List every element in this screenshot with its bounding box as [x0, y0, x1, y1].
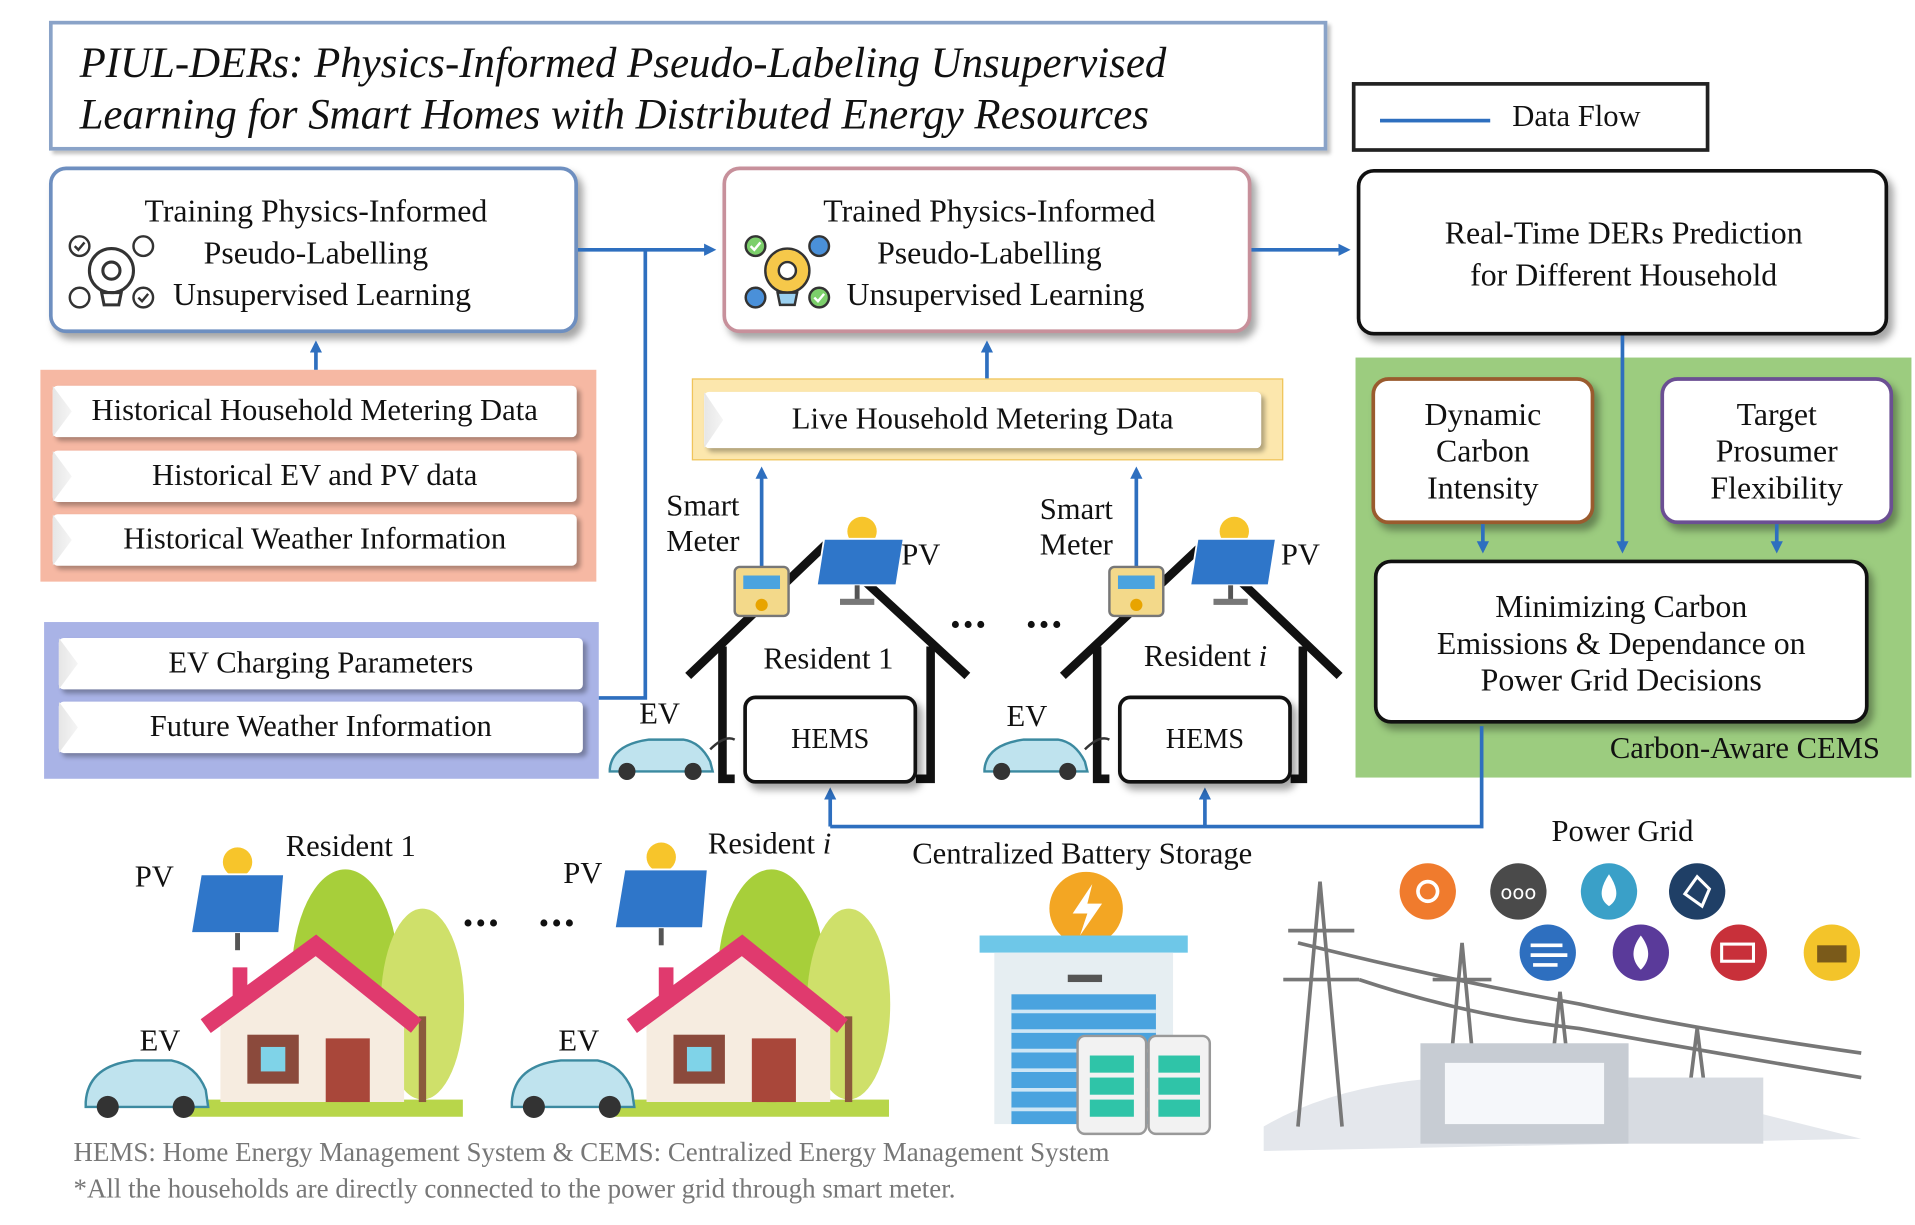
lower-pv-i-label: PV: [563, 857, 603, 891]
resident-1-label: Resident 1: [763, 642, 894, 676]
minimizing-carbon-box: Minimizing Carbon Emissions & Dependance…: [1373, 559, 1869, 724]
power-grid-label: Power Grid: [1551, 815, 1694, 849]
upper-ellipsis-1: •••: [950, 609, 989, 642]
ev-charging-params-chip: EV Charging Parameters: [58, 637, 583, 690]
lower-resident-i-var: i: [822, 827, 832, 861]
hems-1-label: HEMS: [791, 723, 870, 755]
minimizing-line-2: Emissions & Dependance on: [1436, 625, 1806, 662]
hems-i-label: HEMS: [1165, 723, 1245, 755]
trained-model-box: Trained Physics-Informed Pseudo-Labellin…: [722, 166, 1252, 334]
lower-ellipsis-2: •••: [538, 908, 578, 941]
lower-ellipsis-1: •••: [462, 908, 502, 941]
lower-resident-1-label: Resident 1: [285, 830, 416, 864]
lower-ev-1-label: EV: [139, 1024, 181, 1058]
ev-1-label: EV: [639, 697, 680, 732]
historical-metering-chip: Historical Household Metering Data: [52, 385, 577, 438]
lower-house-1-illustration: [84, 847, 465, 1118]
smart-meter-1-line-2: Meter: [666, 525, 740, 559]
battery-storage-label: Centralized Battery Storage: [912, 837, 1253, 871]
realtime-line-1: Real-Time DERs Prediction: [1444, 215, 1803, 252]
title-line-2: Learning for Smart Homes with Distribute…: [79, 90, 1149, 139]
legend-label: Data Flow: [1512, 100, 1641, 134]
resident-i-prefix: Resident: [1143, 640, 1259, 674]
resident-i-label: Resident i: [1129, 640, 1282, 675]
footnote-line-1: HEMS: Home Energy Management System & CE…: [73, 1136, 1110, 1167]
ev-car-upper-i-icon: [983, 737, 1110, 781]
legend-box: Data Flow: [1351, 82, 1710, 152]
legend-line: [1380, 118, 1491, 123]
lower-pv-1-label: PV: [134, 860, 174, 894]
footnote-line-2: *All the households are directly connect…: [73, 1173, 956, 1204]
ev-i-label: EV: [1006, 700, 1048, 734]
realtime-prediction-box: Real-Time DERs Prediction for Different …: [1356, 168, 1889, 336]
power-grid-illustration: [1263, 881, 1862, 1152]
minimizing-line-3: Power Grid Decisions: [1480, 662, 1762, 698]
trained-line-3: Unsupervised Learning: [846, 276, 1145, 313]
battery-storage-illustration: [979, 871, 1212, 1136]
pv-i-label: PV: [1280, 538, 1320, 572]
title-line-1: PIUL-DERs: Physics-Informed Pseudo-Label…: [79, 39, 1167, 87]
smart-meter-i-line-2: Meter: [1039, 528, 1113, 562]
smart-meter-1-line-1: Smart: [666, 489, 740, 523]
lower-resident-i-label: Resident i: [693, 828, 846, 863]
minimizing-line-1: Minimizing Carbon: [1495, 588, 1748, 625]
smart-meter-i-label: Smart Meter: [1030, 493, 1123, 563]
ml-gear-bulb-color-icon: [744, 235, 831, 309]
dynamic-line-2: Carbon: [1435, 433, 1530, 469]
trained-line-2: Pseudo-Labelling: [877, 235, 1102, 271]
training-line-1: Training Physics-Informed: [144, 193, 488, 229]
live-metering-chip: Live Household Metering Data: [704, 391, 1262, 449]
historical-ev-pv-chip: Historical EV and PV data: [52, 450, 577, 503]
energy-source-icons: ooo: [1399, 863, 1861, 981]
smart-meter-1-icon: [733, 565, 790, 618]
dynamic-line-3: Intensity: [1427, 470, 1539, 506]
smart-meter-i-icon: [1108, 565, 1165, 618]
pv-panel-i-icon: [1189, 516, 1278, 605]
flow-cems-to-hems: [830, 726, 1484, 829]
historical-weather-chip: Historical Weather Information: [52, 514, 577, 566]
future-weather-chip: Future Weather Information: [58, 701, 583, 754]
target-flexibility-box: Target Prosumer Flexibility: [1660, 377, 1894, 525]
training-line-3: Unsupervised Learning: [173, 276, 472, 313]
hems-i-box: HEMS: [1117, 695, 1292, 784]
cems-label: Carbon-Aware CEMS: [1609, 732, 1880, 766]
hems-1-box: HEMS: [743, 695, 918, 784]
dynamic-carbon-box: Dynamic Carbon Intensity: [1371, 377, 1595, 525]
ev-car-upper-1-icon: [608, 737, 736, 781]
resident-i-var: i: [1258, 640, 1268, 674]
training-model-box: Training Physics-Informed Pseudo-Labelli…: [48, 166, 578, 334]
svg-text:ooo: ooo: [1500, 881, 1536, 904]
title-box: PIUL-DERs: Physics-Informed Pseudo-Label…: [48, 20, 1328, 151]
smart-meter-1-label: Smart Meter: [656, 490, 749, 560]
realtime-line-2: for Different Household: [1470, 257, 1778, 293]
dynamic-line-1: Dynamic: [1424, 396, 1542, 433]
target-line-3: Flexibility: [1710, 470, 1844, 506]
target-line-1: Target: [1736, 396, 1817, 433]
lower-ev-i-label: EV: [558, 1024, 600, 1058]
pv-panel-1-icon: [815, 516, 905, 605]
flow-future-to-trained: [598, 249, 648, 700]
ml-gear-bulb-icon: [68, 235, 155, 309]
trained-line-1: Trained Physics-Informed: [823, 193, 1156, 229]
lower-resident-i-prefix: Resident: [707, 827, 823, 861]
training-line-2: Pseudo-Labelling: [203, 235, 429, 271]
pv-1-label: PV: [901, 538, 941, 572]
upper-ellipsis-2: •••: [1026, 609, 1065, 642]
lower-house-i-illustration: [510, 842, 891, 1118]
target-line-2: Prosumer: [1715, 433, 1838, 469]
smart-meter-i-line-1: Smart: [1039, 493, 1113, 527]
